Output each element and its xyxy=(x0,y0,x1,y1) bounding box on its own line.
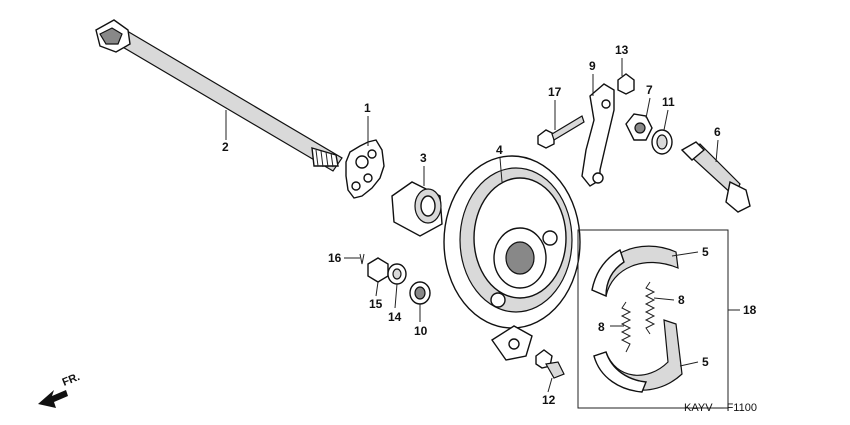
brake-shoe-lower xyxy=(593,319,683,393)
callout-12: 12 xyxy=(542,393,556,407)
washer-14 xyxy=(387,263,407,285)
callout-10: 10 xyxy=(414,324,428,338)
washer-10 xyxy=(409,281,431,305)
callout-2: 2 xyxy=(222,140,229,154)
arm-nut xyxy=(617,73,635,95)
callout-15: 15 xyxy=(369,297,383,311)
callout-3: 3 xyxy=(420,151,427,165)
brake-panel xyxy=(443,155,581,361)
callout-8-right: 8 xyxy=(678,293,685,307)
callout-16: 16 xyxy=(328,251,342,265)
leader-lines xyxy=(225,58,740,393)
brake-cam xyxy=(680,141,751,213)
felt-seal xyxy=(651,129,673,155)
callout-4: 4 xyxy=(496,143,503,157)
callout-1: 1 xyxy=(364,101,371,115)
callout-14: 14 xyxy=(388,310,402,324)
callout-6: 6 xyxy=(714,125,721,139)
arm-bolt xyxy=(537,115,585,149)
brake-shoe-upper xyxy=(591,245,679,298)
direction-label: FR. xyxy=(61,371,82,389)
panel-bolt xyxy=(535,349,565,379)
diagram-code: KAYV— F1100 xyxy=(684,402,757,414)
wear-indicator-plate xyxy=(625,113,653,141)
brake-shoe-set-box xyxy=(577,229,729,409)
callout-5-upper: 5 xyxy=(702,245,709,259)
callout-17: 17 xyxy=(548,85,562,99)
sprocket-plate xyxy=(345,139,385,199)
return-spring-right xyxy=(644,281,656,335)
callout-13: 13 xyxy=(615,43,629,57)
axle-nut xyxy=(367,257,389,283)
callout-5-lower: 5 xyxy=(702,355,709,369)
brake-arm xyxy=(581,83,615,187)
callout-18: 18 xyxy=(743,303,757,317)
return-spring-left xyxy=(620,301,632,353)
callout-7: 7 xyxy=(646,83,653,97)
rear-axle xyxy=(95,19,343,172)
distance-collar xyxy=(391,181,443,237)
callout-9: 9 xyxy=(589,59,596,73)
callout-8-left: 8 xyxy=(598,320,605,334)
front-direction-arrow-icon: FR. xyxy=(38,371,82,408)
cotter-pin xyxy=(359,253,365,265)
callout-11: 11 xyxy=(662,95,675,109)
